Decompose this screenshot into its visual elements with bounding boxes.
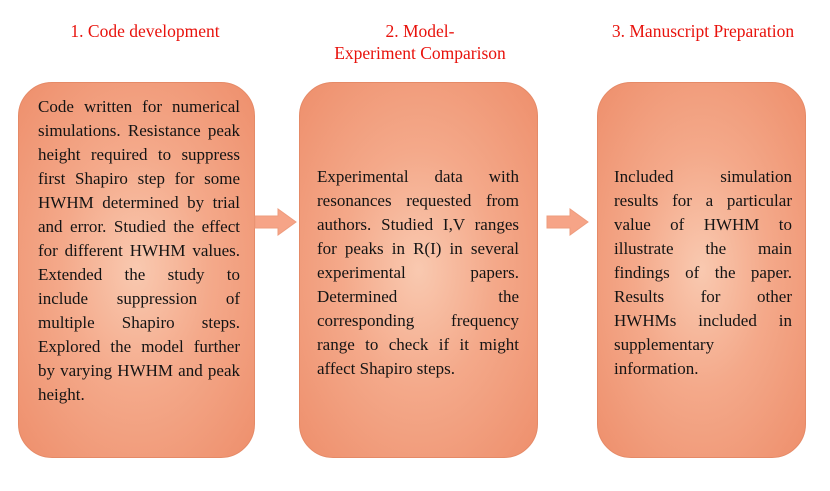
step-1-text: Code written for numerical simulations. … (38, 97, 240, 404)
step-1-title-line-1: 1. Code development (70, 21, 220, 41)
right-arrow-icon (546, 208, 589, 236)
step-3-box (597, 82, 806, 458)
step-2-text: Experimental data with resonances reques… (317, 167, 519, 378)
step-2-box (299, 82, 538, 458)
step-2-title: 2. Model- Experiment Comparison (295, 20, 545, 64)
right-arrow-icon (254, 208, 297, 236)
step-2-title-line-1: 2. Model- (385, 21, 455, 41)
step-1-title: 1. Code development (20, 20, 270, 42)
step-3-title: 3. Manuscript Preparation (583, 20, 823, 42)
step-3-text: Included simulation results for a partic… (614, 167, 792, 378)
step-1-box (18, 82, 255, 458)
step-2-title-line-2: Experiment Comparison (334, 43, 506, 63)
step-3-title-line-1: 3. Manuscript Preparation (611, 21, 795, 41)
